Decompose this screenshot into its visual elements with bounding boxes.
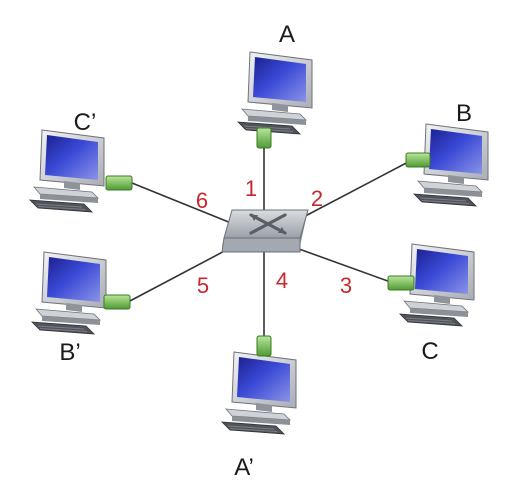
switch — [221, 209, 309, 253]
port-label-6: 6 — [196, 188, 208, 213]
nic-A-prime — [256, 335, 272, 357]
host-label-B-prime: B’ — [59, 339, 80, 366]
host-label-A: A — [279, 21, 295, 48]
computer-A-prime — [221, 351, 297, 435]
host-label-C-prime: C’ — [74, 109, 97, 136]
nic-C — [387, 275, 415, 291]
link-B-prime — [127, 245, 235, 303]
nics — [103, 127, 431, 357]
links — [127, 140, 413, 343]
nic-B — [405, 152, 431, 168]
host-label-B: B — [456, 100, 472, 127]
port-label-5: 5 — [197, 273, 209, 298]
port-label-1: 1 — [245, 176, 257, 201]
link-C — [287, 244, 397, 285]
nic-C-prime — [105, 175, 133, 191]
host-label-C: C — [421, 338, 438, 365]
host-label-A-prime: A’ — [234, 454, 254, 481]
nic-B-prime — [103, 294, 131, 310]
port-label-4: 4 — [276, 268, 288, 293]
computer-C-prime — [29, 129, 105, 213]
link-C-prime — [131, 182, 237, 226]
nic-A — [256, 127, 272, 149]
switch-cross-icon — [249, 213, 287, 235]
link-B — [291, 159, 413, 224]
port-label-3: 3 — [340, 273, 352, 298]
computer-A — [237, 51, 313, 135]
computer-B-prime — [31, 251, 107, 335]
port-label-2: 2 — [311, 186, 323, 211]
